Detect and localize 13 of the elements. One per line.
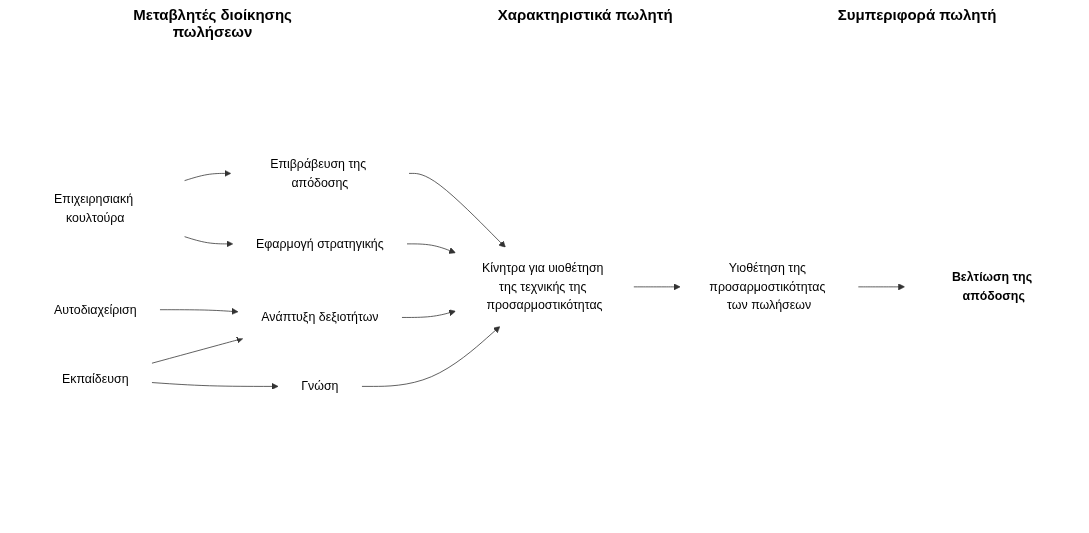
column-heading: Συμπεριφορά πωλητή (837, 6, 997, 25)
node-text: Βελτίωση της απόδοσης (951, 270, 1033, 303)
node-text: Υιοθέτηση της προσαρμοστικότητας των πωλήσεων (709, 261, 826, 312)
node-text: Επιχειρησιακή κουλτούρα (54, 192, 134, 224)
column-heading: Χαρακτηριστικά πωλητή (497, 6, 673, 25)
node-text: Αυτοδιαχείριση (53, 302, 137, 316)
node-text: Εφαρμογή στρατηγικής (256, 236, 384, 250)
node-text: Εκπαίδευση (62, 371, 129, 385)
column-heading: Μεταβλητές διοίκησης πωλήσεων (132, 6, 293, 40)
node-text: Επιβράβευση της απόδοσης (270, 156, 367, 189)
node-text: Ανάπτυξη δεξιοτήτων (261, 310, 379, 324)
node-text: Γνώση (301, 379, 339, 393)
node-text: Κίνητρα για υιοθέτηση της τεχνικής της προσαρμοστικότητας (482, 261, 604, 312)
